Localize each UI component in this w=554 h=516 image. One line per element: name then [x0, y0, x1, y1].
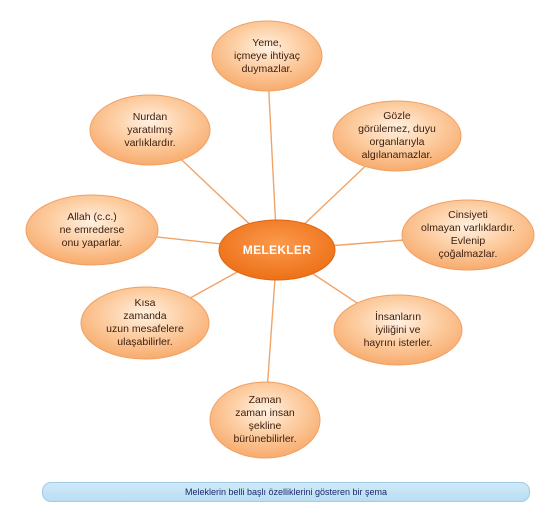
- node-shapes: [25, 20, 535, 459]
- caption-bar: Meleklerin belli başlı özelliklerini gös…: [42, 482, 530, 502]
- node-bubble-top-right: [332, 100, 462, 172]
- node-bubble-bottom: [209, 381, 321, 459]
- connector-top: [268, 90, 277, 221]
- center-label: MELEKLER: [242, 243, 312, 257]
- node-bubble-left: [25, 194, 159, 266]
- center-shape: [218, 219, 336, 281]
- connector-left: [156, 236, 221, 245]
- connector-bottom-left: [190, 271, 238, 299]
- caption-text: Meleklerin belli başlı özelliklerini gös…: [184, 487, 388, 497]
- connector-top-right: [304, 165, 366, 225]
- center-bubble: [218, 219, 336, 281]
- node-bubble-top-left: [89, 94, 211, 166]
- node-bubble-right: [401, 199, 535, 271]
- node-bubble-bottom-left: [80, 286, 210, 360]
- connector-bottom-right: [312, 273, 358, 304]
- connector-lines: [156, 90, 403, 383]
- connector-top-left: [181, 159, 250, 225]
- connector-right: [334, 239, 403, 247]
- node-bubble-top: [211, 20, 323, 92]
- node-bubble-bottom-right: [333, 294, 463, 366]
- connector-bottom: [266, 279, 276, 383]
